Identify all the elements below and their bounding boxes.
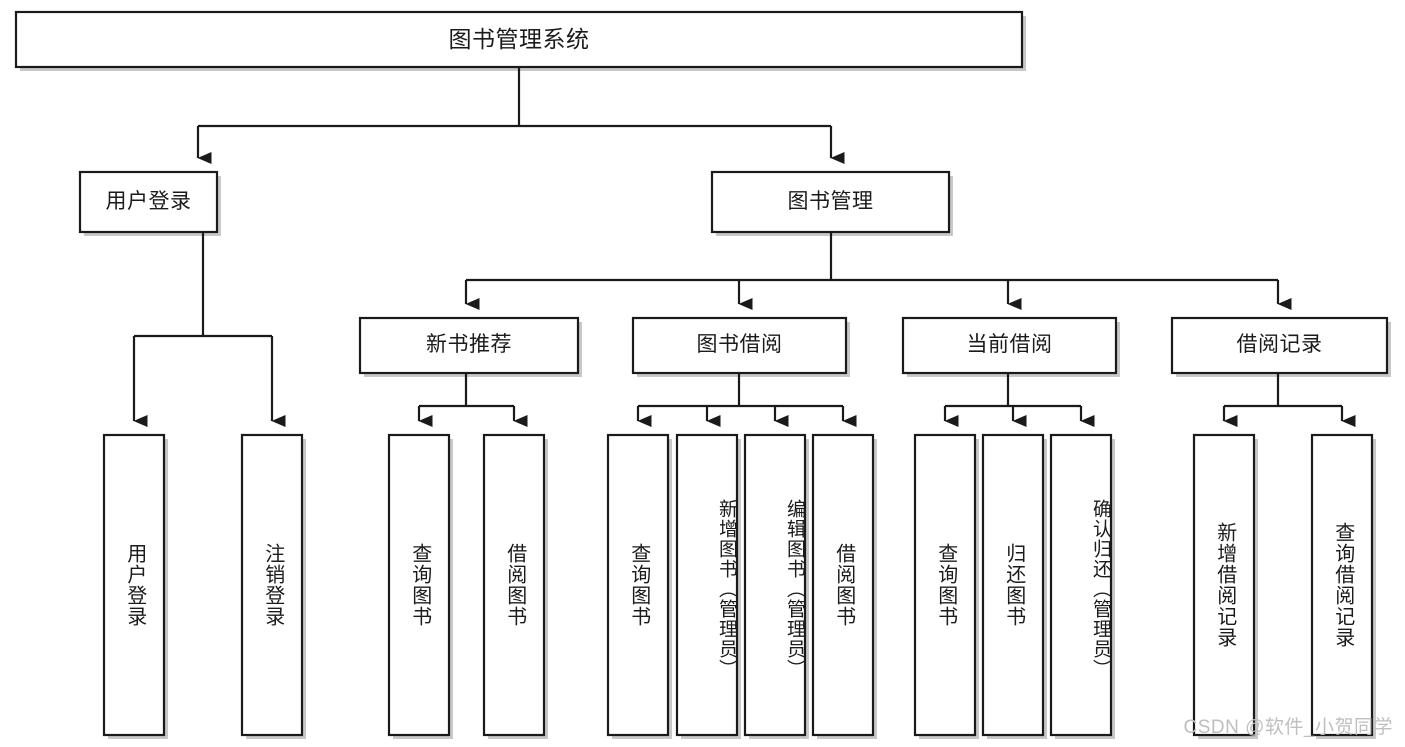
leaf-return-book[interactable] [981,433,1045,737]
leaf-borrow-book-rec[interactable] [482,433,546,737]
leaf-user-login[interactable] [102,433,166,737]
leaf-logout[interactable] [240,433,304,737]
node-book-borrow[interactable] [631,316,848,375]
node-root[interactable] [14,10,1024,69]
leaf-query-book-current[interactable] [913,433,977,737]
node-book-manage[interactable] [710,170,951,234]
csdn-watermark: CSDN @软件_小贺同学 [1183,717,1393,738]
leaf-add-borrow-record[interactable] [1192,433,1256,737]
leaf-edit-book-admin[interactable] [743,433,807,737]
leaf-borrow-book[interactable] [811,433,875,737]
leaf-query-book-rec[interactable] [387,433,451,737]
node-rects [14,10,1391,739]
leaf-confirm-return-admin[interactable] [1049,433,1113,737]
connector-lines [132,67,1356,427]
leaf-add-book-admin[interactable] [675,433,739,737]
node-current-borrow[interactable] [901,316,1118,375]
node-borrow-record[interactable] [1170,316,1389,375]
leaf-query-book-borrow[interactable] [606,433,670,737]
leaf-query-borrow-record[interactable] [1310,433,1374,737]
node-user-login[interactable] [78,170,219,234]
node-new-book-rec[interactable] [358,316,580,375]
